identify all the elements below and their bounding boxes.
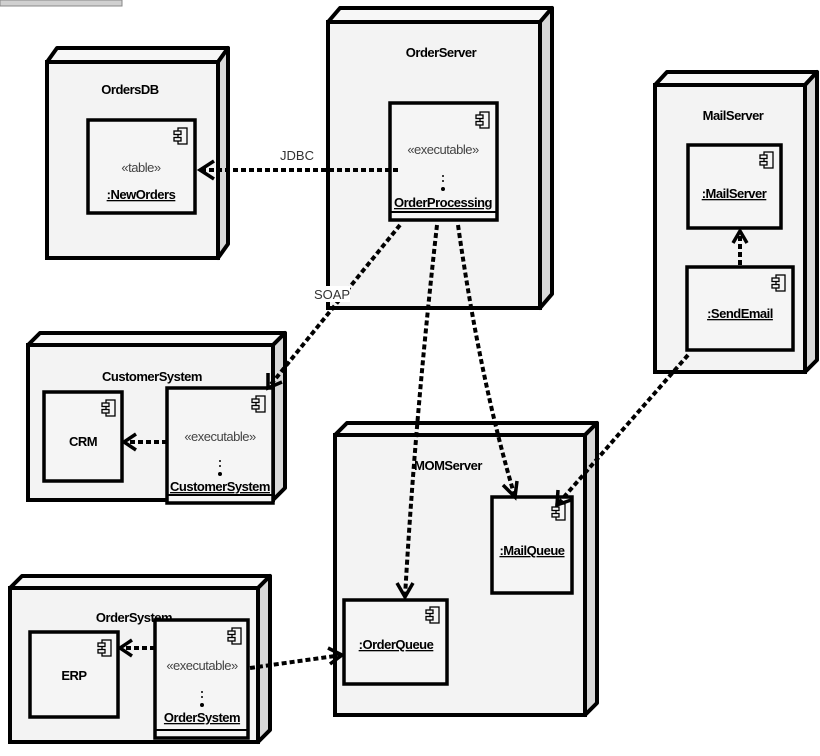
component-ordersystem[interactable]: «executable» OrderSystem [153, 618, 250, 740]
node-label: CustomerSystem [102, 369, 202, 384]
edge-label: SOAP [314, 287, 350, 302]
component-name: ERP [61, 668, 87, 683]
edge-label: JDBC [280, 148, 314, 163]
component-sendemail[interactable]: :SendEmail [685, 265, 795, 352]
component-customersystem[interactable]: «executable» CustomerSystem [165, 386, 275, 505]
component-crm[interactable]: CRM [42, 390, 124, 483]
edge-sendemail-mailserver [731, 227, 749, 265]
stereotype: «executable» [184, 429, 256, 444]
stereotype: «executable» [166, 658, 238, 673]
edge-orderprocessing-mailqueue [456, 224, 519, 501]
stereotype: «table» [121, 160, 160, 175]
node-label: MOMServer [414, 458, 482, 473]
node-customersystem[interactable]: CustomerSystem CRM «executable» Customer… [26, 331, 287, 505]
node-ordersdb[interactable]: OrdersDB «table» :NewOrders [45, 46, 230, 260]
node-mailserver[interactable]: MailServer :MailServer :SendEmail [653, 70, 819, 374]
component-name: :MailServer [702, 186, 767, 201]
component-neworders[interactable]: «table» :NewOrders [86, 118, 197, 215]
component-name: CustomerSystem [170, 479, 270, 494]
component-erp[interactable]: ERP [28, 630, 120, 719]
stereotype: «executable» [407, 142, 479, 157]
component-mailserver[interactable]: :MailServer [686, 143, 783, 230]
edge-jdbc: JDBC [196, 148, 398, 181]
edge-soap: SOAP [266, 223, 402, 391]
component-name: :MailQueue [499, 543, 564, 558]
node-label: MailServer [703, 108, 764, 123]
edge-orderprocessing-orderqueue [395, 224, 439, 601]
node-ordersystem[interactable]: OrderSystem ERP «executable» OrderSystem [8, 574, 272, 744]
node-momserver[interactable]: MOMServer :MailQueue :OrderQueue [333, 421, 599, 717]
component-orderqueue[interactable]: :OrderQueue [342, 598, 449, 686]
component-name: OrderProcessing [394, 195, 493, 210]
component-mailqueue[interactable]: :MailQueue [490, 495, 574, 595]
node-label: OrderServer [406, 45, 477, 60]
component-name: :NewOrders [107, 187, 176, 202]
component-name: :SendEmail [707, 306, 773, 321]
edge-ordersystem-erp [116, 638, 155, 658]
component-name: CRM [69, 434, 97, 449]
component-orderprocessing[interactable]: «executable» OrderProcessing [388, 101, 499, 222]
component-name: OrderSystem [164, 710, 240, 725]
edge-customersystem-crm [120, 432, 167, 452]
node-label: OrdersDB [101, 82, 159, 97]
edge-ordersystem-orderqueue [249, 646, 346, 670]
edge-sendemail-mailqueue [555, 353, 690, 508]
component-name: :OrderQueue [359, 637, 434, 652]
node-orderserver[interactable]: OrderServer «executable» OrderProcessing [326, 6, 554, 310]
top-left-bar [0, 0, 123, 7]
